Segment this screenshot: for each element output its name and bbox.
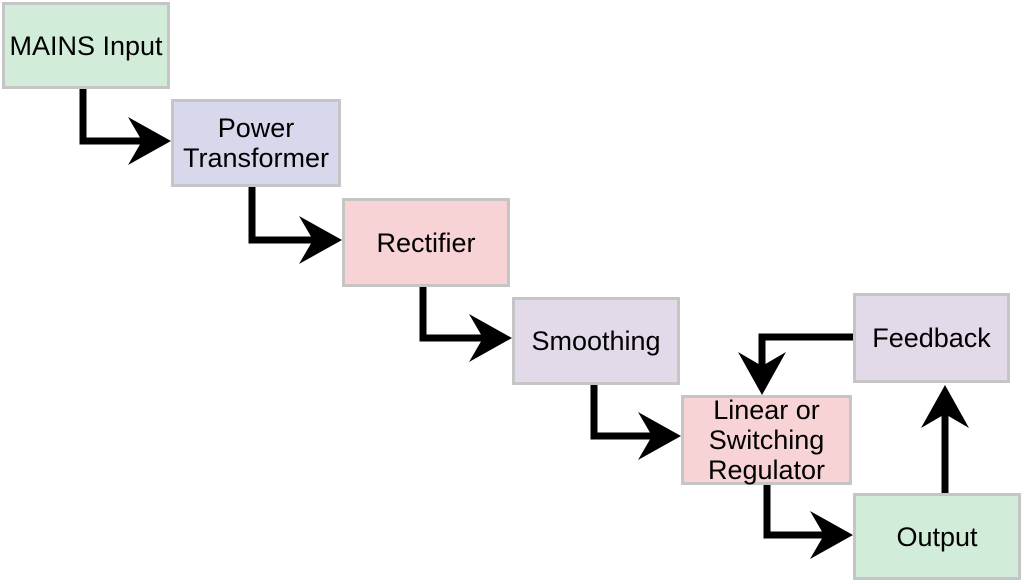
node-label-smoothing: Smoothing [531, 326, 661, 356]
arrow-mains-input-to-power-transformer [79, 89, 146, 145]
arrowhead-feedback-to-regulator [738, 352, 786, 395]
arrowhead-regulator-to-output [810, 511, 853, 559]
node-label-output: Output [896, 521, 978, 552]
arrowhead-power-transformer-to-rectifier [299, 216, 342, 264]
node-label-rectifier: Rectifier [376, 227, 476, 258]
node-output: Output [853, 493, 1021, 580]
arrow-power-transformer-to-rectifier [248, 187, 317, 244]
node-power-transformer: Power Transformer [171, 99, 341, 187]
arrow-regulator-to-output [763, 485, 828, 539]
arrowhead-rectifier-to-smoothing [469, 314, 512, 362]
arrow-feedback-to-regulator [758, 333, 853, 370]
node-label-regulator: Linear or Switching Regulator [707, 395, 826, 485]
node-label-power-transformer: Power Transformer [182, 113, 330, 173]
arrow-smoothing-to-regulator [590, 385, 656, 440]
node-label-mains-input: MAINS Input [9, 30, 163, 61]
arrowhead-mains-input-to-power-transformer [128, 117, 171, 165]
arrowhead-output-to-feedback [921, 385, 969, 428]
node-regulator: Linear or Switching Regulator [681, 395, 852, 485]
node-smoothing: Smoothing [512, 297, 680, 385]
arrowhead-smoothing-to-regulator [638, 412, 681, 460]
arrow-rectifier-to-smoothing [419, 287, 487, 342]
node-rectifier: Rectifier [342, 198, 510, 287]
node-feedback: Feedback [853, 293, 1010, 383]
node-mains-input: MAINS Input [2, 2, 170, 89]
node-label-feedback: Feedback [872, 323, 991, 353]
